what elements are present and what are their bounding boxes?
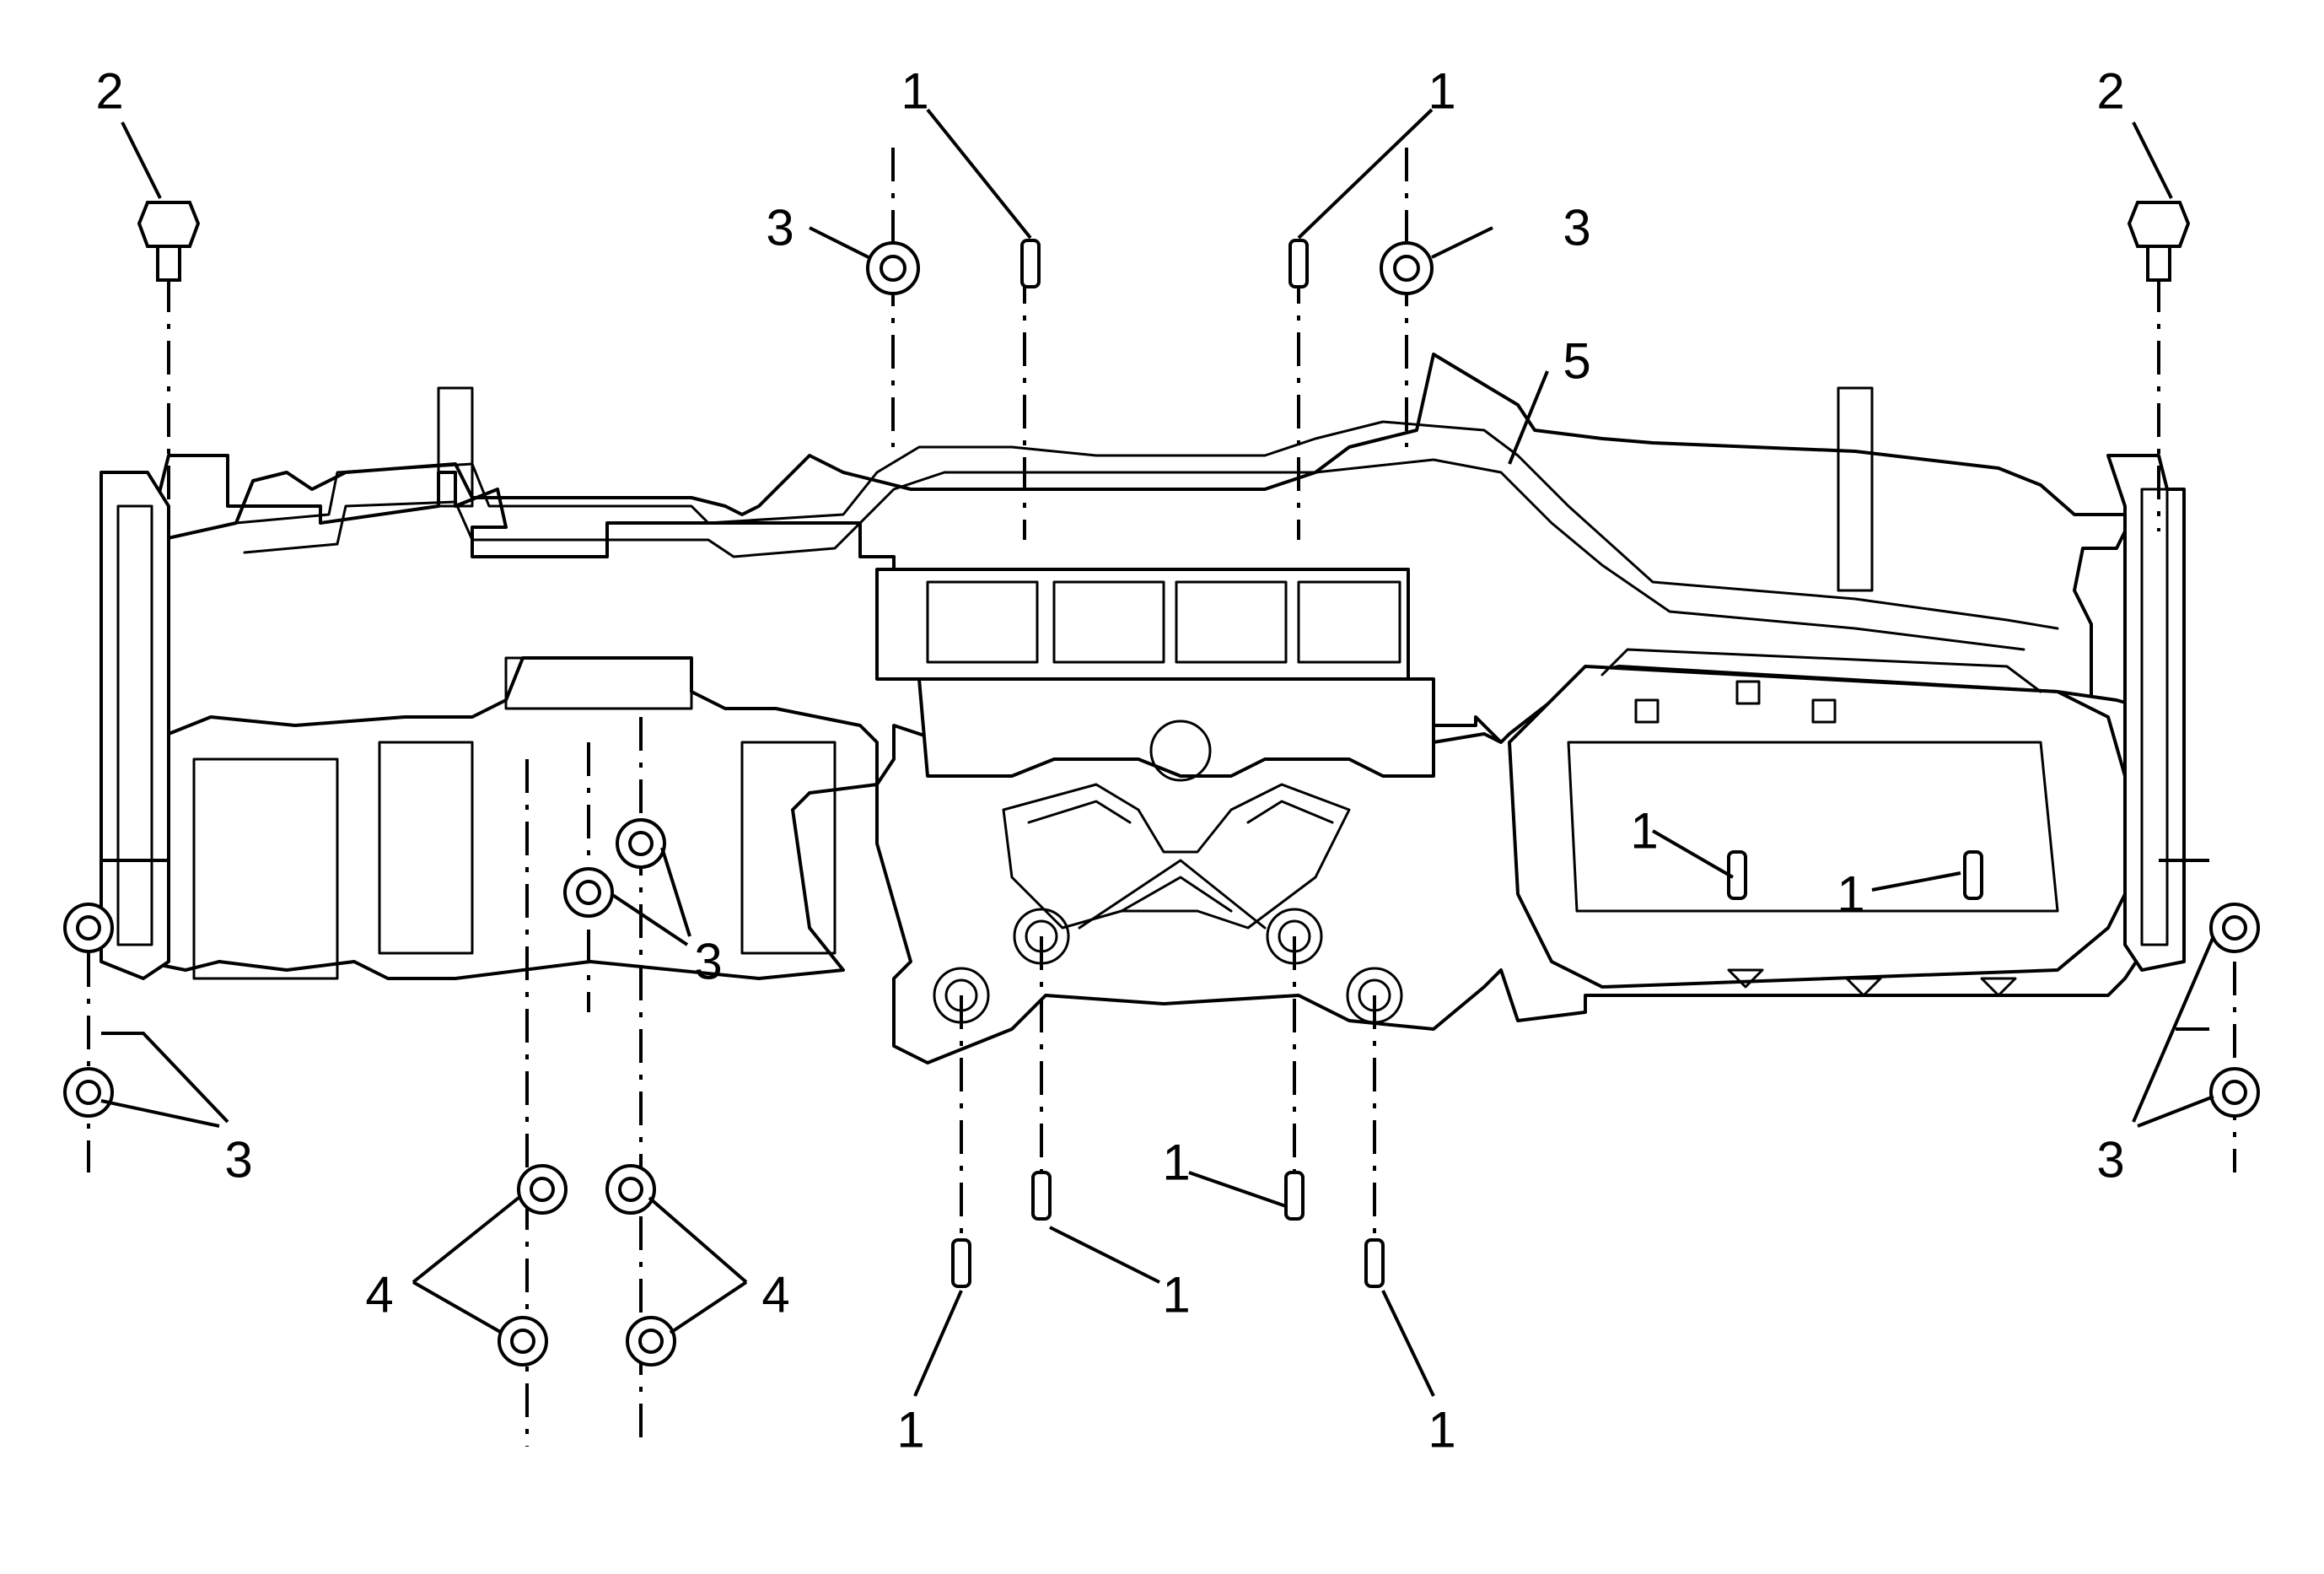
nuts-4 — [498, 1164, 676, 1366]
callout-3-center: 3 — [694, 934, 722, 990]
callout-2-right: 2 — [2096, 63, 2124, 120]
callout-1-center-lower: 1 — [1162, 1267, 1190, 1323]
callout-2-left: 2 — [95, 63, 123, 120]
callout-1-glovebox-left: 1 — [1630, 803, 1658, 860]
callout-labels: 2 1 1 2 3 3 5 1 1 3 3 3 1 1 4 4 1 1 — [95, 63, 2124, 1458]
callout-5: 5 — [1563, 333, 1590, 390]
bolts-2 — [137, 201, 2191, 282]
callout-4-right: 4 — [761, 1267, 789, 1323]
callout-3-top-left: 3 — [766, 200, 793, 256]
leader-lines — [100, 108, 2215, 1397]
callout-1-bottom-right: 1 — [1428, 1402, 1455, 1458]
callout-1-center-upper: 1 — [1162, 1135, 1190, 1191]
callout-3-top-right: 3 — [1563, 200, 1590, 256]
instrument-panel-carrier — [100, 353, 2186, 1065]
callout-1-top-right: 1 — [1428, 63, 1455, 120]
callout-3-right: 3 — [2096, 1132, 2124, 1189]
callout-1-top-left: 1 — [901, 63, 928, 120]
callout-4-left: 4 — [365, 1267, 393, 1323]
callout-1-bottom-left: 1 — [896, 1402, 924, 1458]
callout-3-left: 3 — [224, 1132, 252, 1189]
nuts-3 — [63, 241, 2260, 1118]
callout-1-glovebox-right: 1 — [1837, 866, 1864, 923]
